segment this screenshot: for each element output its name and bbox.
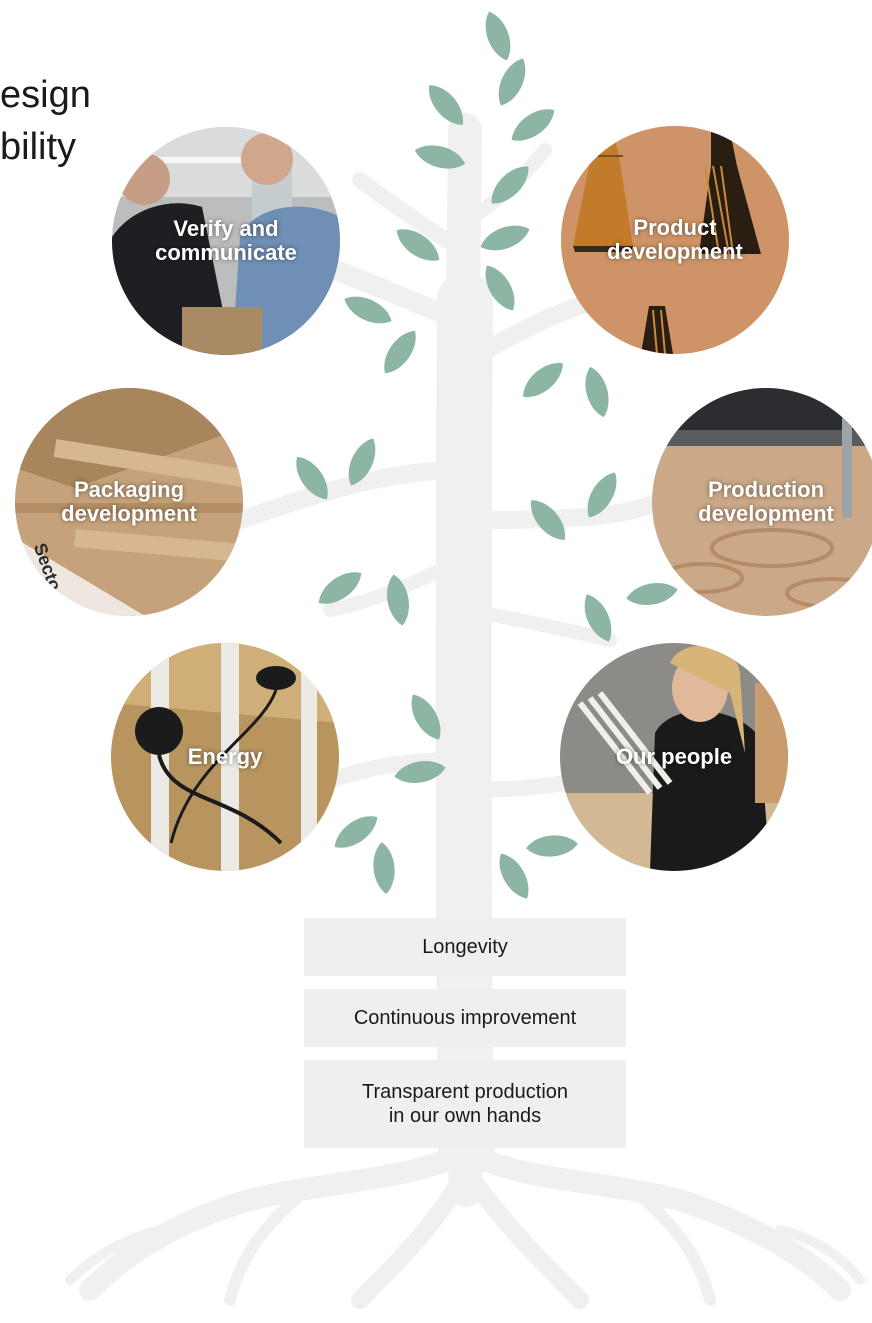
circle-production-development: Production development	[652, 388, 872, 616]
leaf	[288, 450, 336, 506]
leaf	[376, 324, 424, 380]
circle-label: Packaging development	[61, 477, 197, 526]
circle-our-people: Our people	[560, 643, 788, 871]
leaf	[339, 289, 397, 331]
circle-packaging-development: Secto Packaging development	[15, 388, 243, 616]
circle-label: Our people	[615, 744, 733, 769]
photo-craftsperson	[560, 643, 788, 871]
leaf	[412, 140, 468, 174]
photo-cardboard-packaging: Secto	[15, 388, 243, 616]
circle-product-development: Product development	[561, 126, 789, 354]
leaf	[383, 572, 413, 628]
leaf	[516, 355, 570, 405]
leaf	[371, 841, 397, 895]
circle-label: Product development	[607, 215, 743, 264]
leaf	[580, 364, 614, 420]
photo-people-inspecting	[112, 127, 340, 355]
value-box-longevity: Longevity	[304, 918, 626, 976]
leaf	[477, 260, 523, 316]
leaf	[312, 564, 368, 612]
circle-label: Verify and communicate	[155, 216, 297, 265]
photo-lamp-switches	[111, 643, 339, 871]
photo-cnc-machine	[652, 388, 872, 616]
leaf	[479, 7, 517, 65]
circle-energy: Energy	[111, 643, 339, 871]
leaf	[421, 78, 471, 132]
leaf	[505, 101, 561, 149]
leaf	[476, 219, 534, 257]
title-line-2: bility	[0, 126, 77, 168]
circle-verify-and-communicate: Verify and communicate	[112, 127, 340, 355]
leaf	[341, 433, 383, 491]
leaf	[491, 53, 533, 111]
leaf	[392, 757, 448, 787]
circle-label: Production development	[698, 477, 834, 526]
leaf	[523, 493, 573, 547]
leaf	[491, 848, 537, 904]
leaf	[403, 689, 449, 745]
title-line-1: esign	[0, 74, 91, 116]
leaf	[484, 159, 536, 211]
photo-pendant-lamps	[561, 126, 789, 354]
value-box-continuous-improvement: Continuous improvement	[304, 989, 626, 1047]
value-box-transparent-production: Transparent production in our own hands	[304, 1060, 626, 1148]
leaf	[579, 467, 625, 523]
leaf	[390, 221, 446, 269]
circle-label: Energy	[187, 744, 263, 769]
leaf	[577, 589, 619, 647]
